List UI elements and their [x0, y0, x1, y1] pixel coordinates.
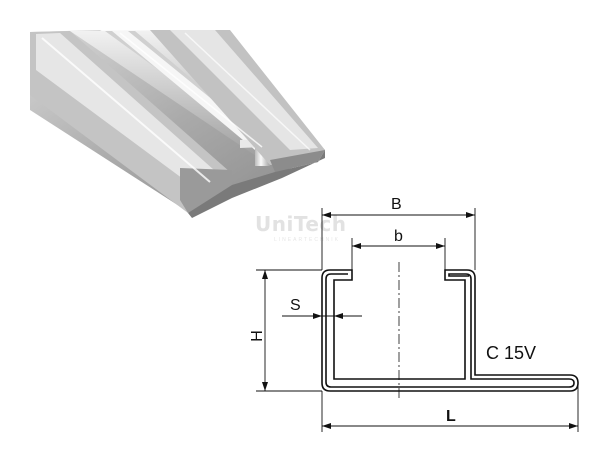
dimension-label-H: H	[249, 330, 266, 342]
profile-name: C 15V	[486, 343, 536, 363]
profile-outline-inner	[325, 273, 575, 388]
logo-text: UniTech	[255, 212, 346, 236]
logo-tagline: LINEARTECHNIK	[274, 237, 340, 243]
aluminium-rail-photo	[30, 30, 325, 218]
dimension-label-b: b	[394, 228, 403, 245]
profile-drawing	[256, 208, 579, 432]
profile-outline-outer	[321, 269, 579, 392]
dimension-label-B: B	[391, 196, 402, 213]
dimension-label-S: S	[290, 297, 301, 314]
unitech-logo: UniTech LINEARTECHNIK	[255, 212, 346, 243]
dimension-label-L: L	[446, 408, 456, 425]
